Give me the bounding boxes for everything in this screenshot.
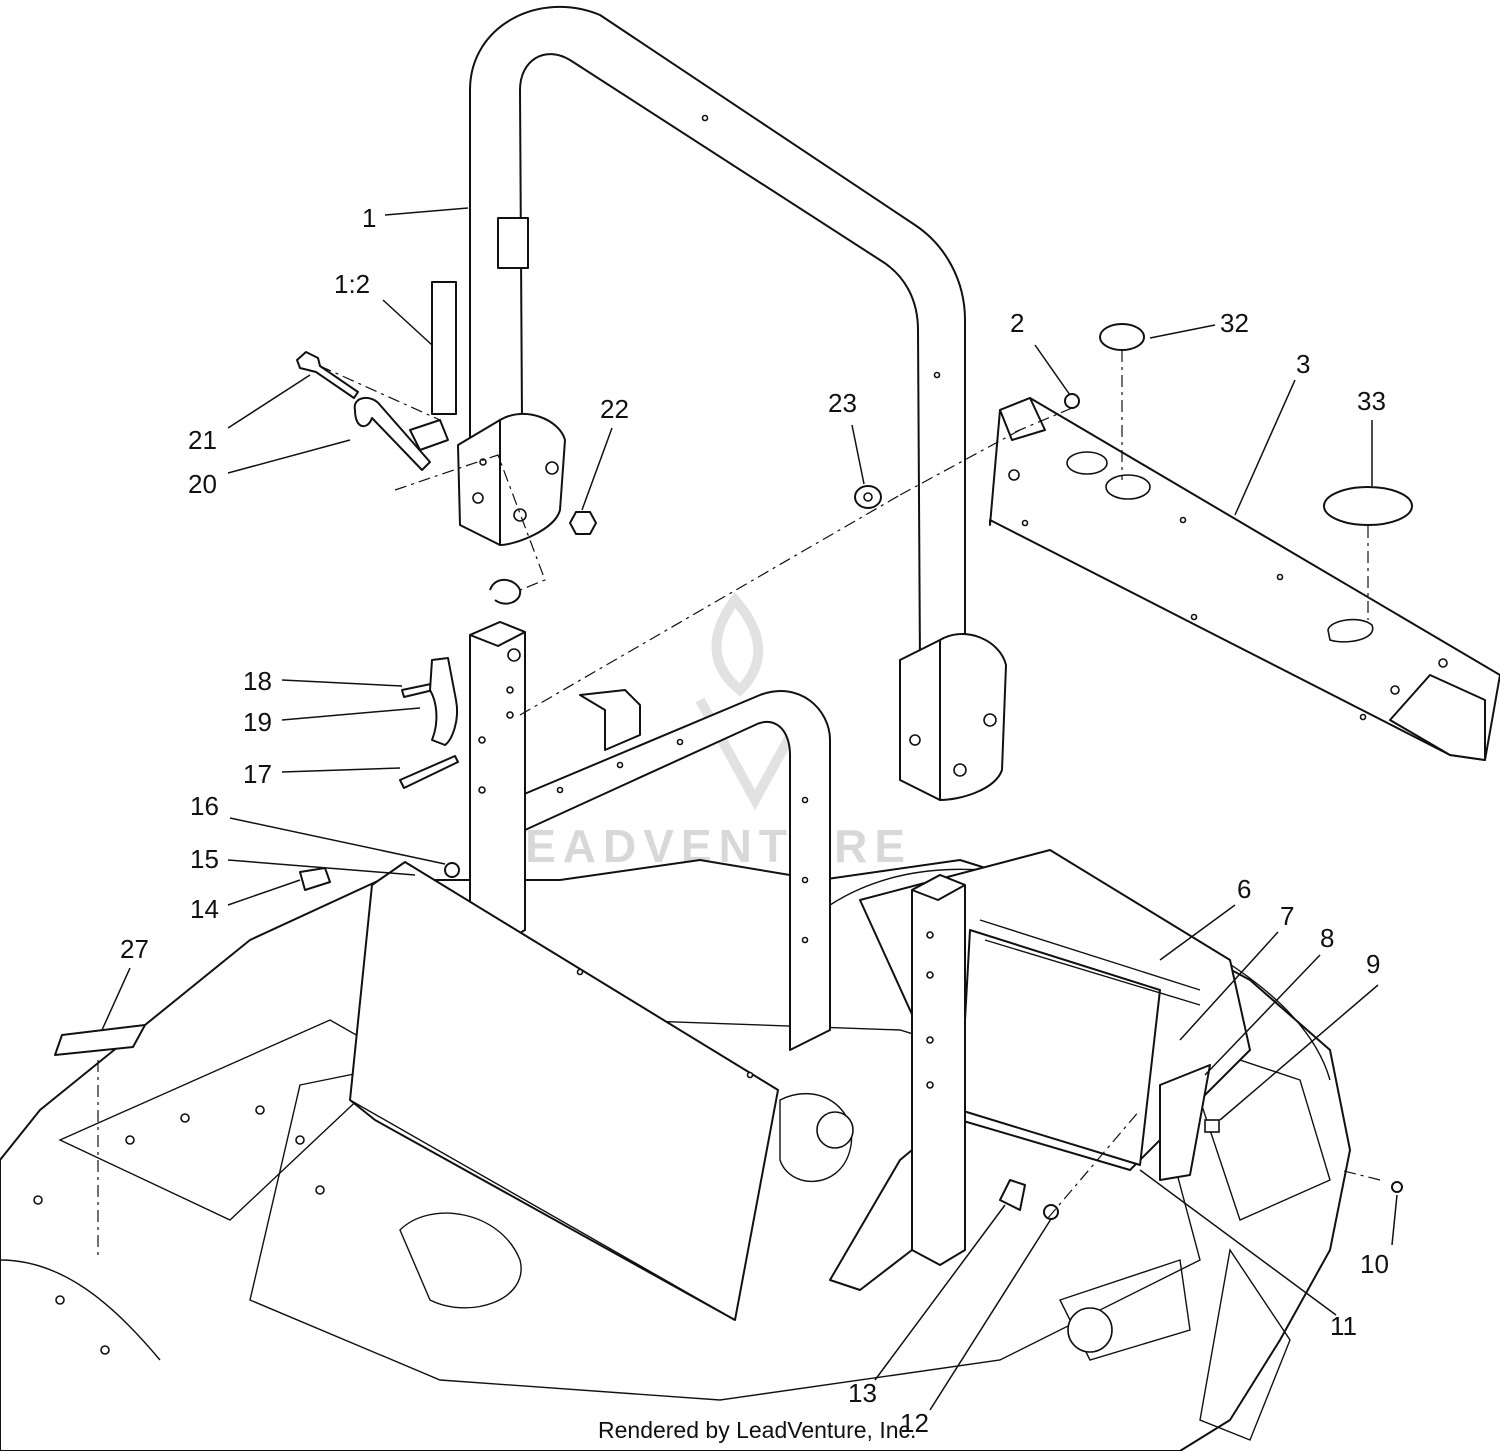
callout-3: 3 (1296, 349, 1310, 379)
hardware (54, 323, 1413, 1220)
callout-1-2: 1:2 (334, 269, 370, 299)
callout-17: 17 (243, 759, 272, 789)
callout-18: 18 (243, 666, 272, 696)
callout-20: 20 (188, 469, 217, 499)
callout-27: 27 (120, 934, 149, 964)
callout-2: 2 (1010, 308, 1024, 338)
right-upright-post (829, 874, 966, 1291)
callout-22: 22 (600, 394, 629, 424)
front-shield-panel (349, 861, 779, 1321)
callout-labels: 1 1:2 2 3 6 7 8 9 10 11 12 13 14 15 16 1… (120, 203, 1389, 1438)
footer-credit: Rendered by LeadVenture, Inc. (598, 1417, 916, 1443)
callout-9: 9 (1366, 949, 1380, 979)
left-upright-post (469, 621, 526, 946)
callout-7: 7 (1280, 901, 1294, 931)
callout-19: 19 (243, 707, 272, 737)
callout-15: 15 (190, 844, 219, 874)
callout-12: 12 (900, 1408, 929, 1438)
callout-10: 10 (1360, 1249, 1389, 1279)
callout-16: 16 (190, 791, 219, 821)
callout-21: 21 (188, 425, 217, 455)
callout-1: 1 (362, 203, 376, 233)
callout-13: 13 (848, 1378, 877, 1408)
cross-tube (989, 397, 1500, 761)
callout-14: 14 (190, 894, 219, 924)
callout-8: 8 (1320, 923, 1334, 953)
callout-33: 33 (1357, 386, 1386, 416)
roll-bar (431, 5, 1007, 801)
callout-32: 32 (1220, 308, 1249, 338)
callout-11: 11 (1330, 1311, 1357, 1341)
callout-23: 23 (828, 388, 857, 418)
assembly-lines (97, 350, 1381, 1260)
leader-lines (101, 207, 1398, 1411)
callout-6: 6 (1237, 874, 1251, 904)
